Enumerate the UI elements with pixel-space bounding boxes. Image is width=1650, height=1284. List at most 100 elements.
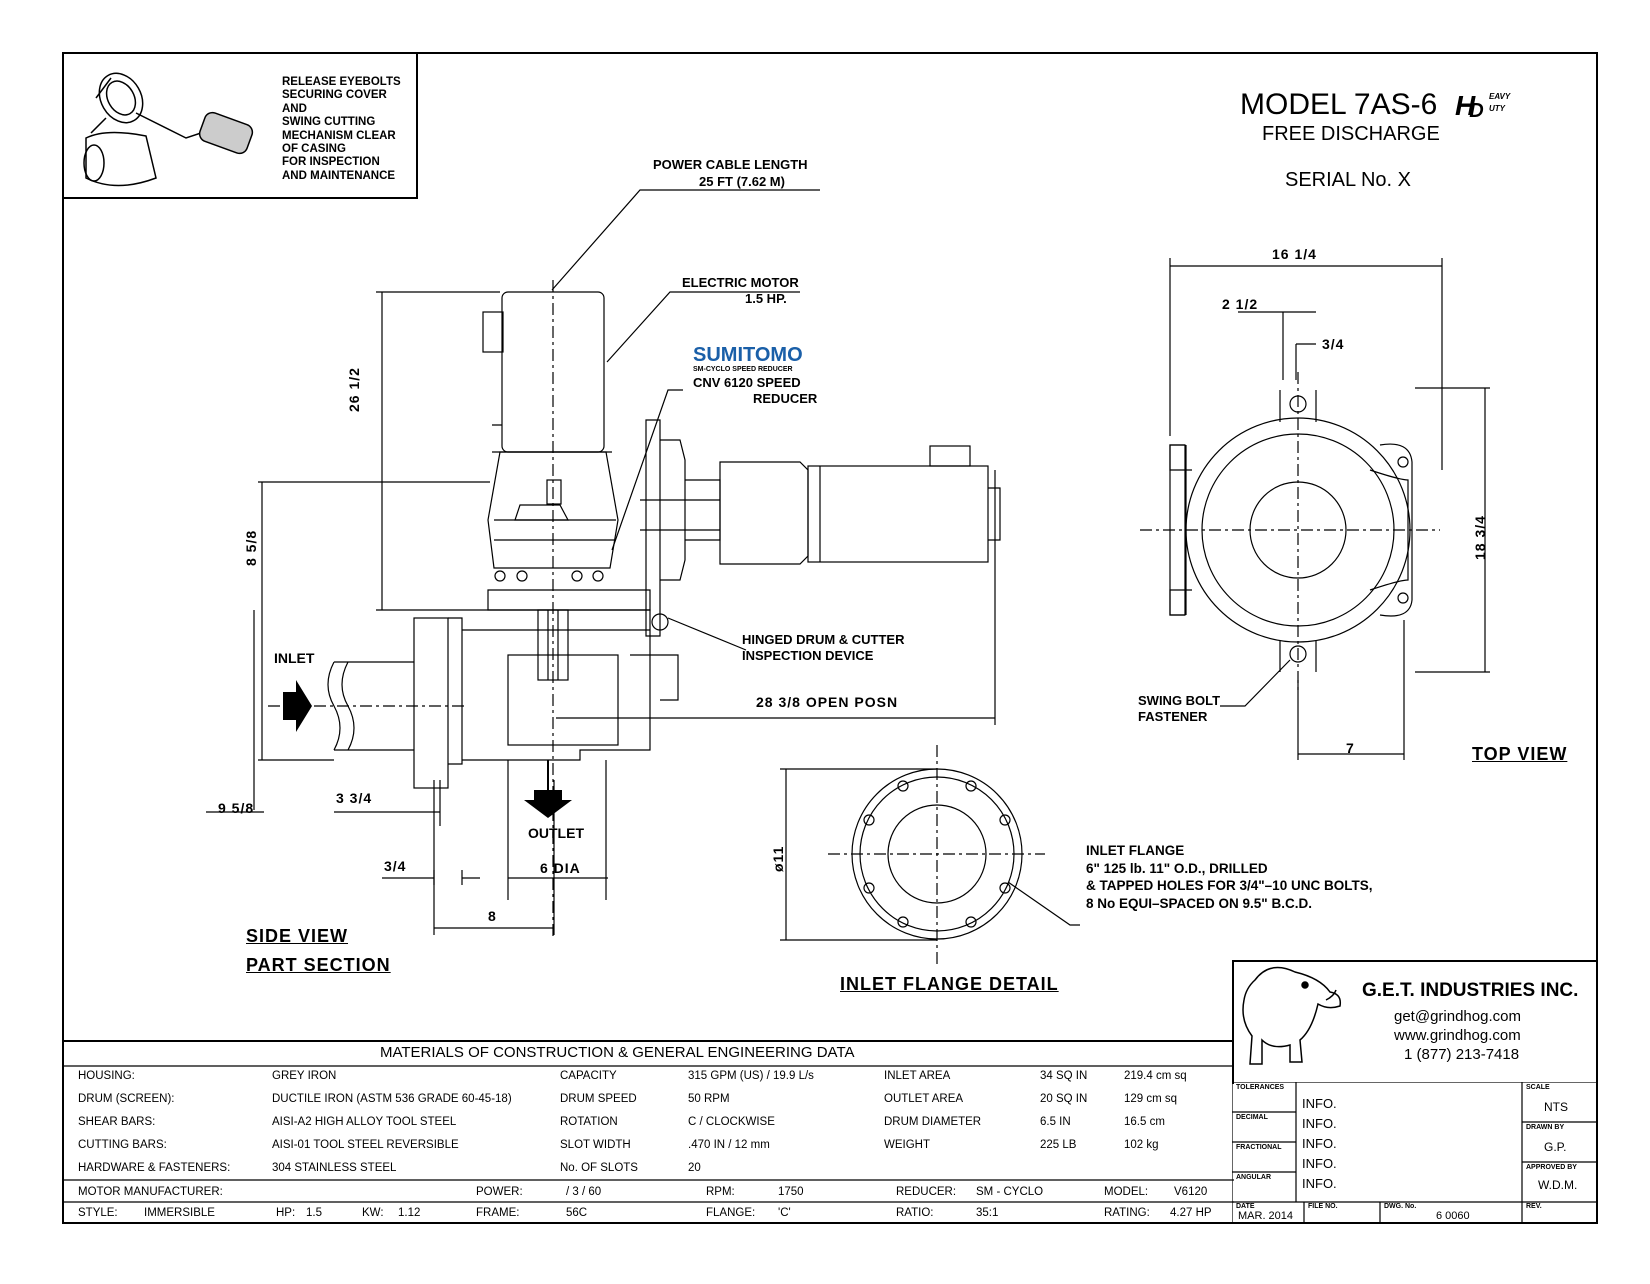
inset-note: RELEASE EYEBOLTS SECURING COVER AND SWIN… bbox=[282, 76, 401, 182]
company-phone: 1 (877) 213-7418 bbox=[1404, 1046, 1520, 1063]
dim-18-3-4: 18 3/4 bbox=[1472, 515, 1488, 560]
materials-cell: INLET AREA bbox=[884, 1070, 951, 1082]
tb-file-label: FILE NO. bbox=[1308, 1203, 1338, 1210]
tb-label-angular: ANGULAR bbox=[1236, 1174, 1271, 1181]
tb-rev-label: REV. bbox=[1526, 1203, 1542, 1210]
dim-3-3-4: 3 3/4 bbox=[336, 790, 373, 806]
materials-cell: 102 kg bbox=[1124, 1139, 1159, 1151]
motor-row-cell: / 3 / 60 bbox=[566, 1186, 602, 1198]
inset-box bbox=[62, 52, 418, 199]
materials-cell: 219.4 cm sq bbox=[1124, 1070, 1187, 1082]
materials-cell: DRUM DIAMETER bbox=[884, 1116, 982, 1128]
motor-row-cell: REDUCER: bbox=[896, 1186, 957, 1198]
model-title: MODEL 7AS-6 bbox=[1240, 88, 1438, 121]
motor-label-1: ELECTRIC MOTOR bbox=[682, 275, 799, 290]
tb-dwg: 6 0060 bbox=[1436, 1210, 1470, 1222]
style-row-cell: 'C' bbox=[778, 1207, 791, 1219]
side-view-caption: SIDE VIEW bbox=[246, 926, 349, 946]
style-row-cell: 1.5 bbox=[306, 1207, 322, 1219]
hinged-label-1: HINGED DRUM & CUTTER bbox=[742, 632, 905, 647]
badge-d: D bbox=[1469, 100, 1484, 122]
tb-scale: NTS bbox=[1544, 1100, 1568, 1114]
style-row-cell: 35:1 bbox=[976, 1207, 999, 1219]
part-section-caption: PART SECTION bbox=[246, 955, 391, 975]
materials-cell: DRUM (SCREEN): bbox=[78, 1093, 175, 1105]
materials-table bbox=[62, 1040, 1234, 1224]
materials-cell: 50 RPM bbox=[688, 1093, 730, 1105]
free-discharge: FREE DISCHARGE bbox=[1262, 123, 1440, 145]
drawing-frame bbox=[62, 52, 1598, 1224]
badge-uty: UTY bbox=[1489, 104, 1505, 113]
company-name: G.E.T. INDUSTRIES INC. bbox=[1362, 980, 1579, 1001]
sumitomo-subtitle: SM-CYCLO SPEED REDUCER bbox=[693, 366, 793, 373]
dim-11-dia: ø11 bbox=[770, 845, 786, 872]
materials-cell: DRUM SPEED bbox=[560, 1093, 637, 1105]
tb-date-label: DATE bbox=[1236, 1203, 1255, 1210]
tb-label-tolerances: TOLERANCES bbox=[1236, 1084, 1285, 1091]
outlet-label: OUTLET bbox=[528, 825, 584, 841]
style-row-cell: 4.27 HP bbox=[1170, 1207, 1212, 1219]
dim-8-5-8: 8 5/8 bbox=[243, 529, 259, 566]
materials-cell: C / CLOCKWISE bbox=[688, 1116, 775, 1128]
tb-approved: W.D.M. bbox=[1538, 1178, 1578, 1192]
dim-16-1-4: 16 1/4 bbox=[1272, 246, 1317, 262]
materials-cell: HOUSING: bbox=[78, 1070, 135, 1082]
materials-cell: SHEAR BARS: bbox=[78, 1116, 156, 1128]
materials-cell: No. OF SLOTS bbox=[560, 1162, 638, 1174]
top-view-caption: TOP VIEW bbox=[1472, 744, 1568, 764]
materials-cell: GREY IRON bbox=[272, 1070, 337, 1082]
materials-cell: 20 SQ IN bbox=[1040, 1093, 1088, 1105]
tb-scale-label: SCALE bbox=[1526, 1084, 1550, 1091]
dim-3-4-side: 3/4 bbox=[384, 858, 407, 874]
swing-bolt-label-2: FASTENER bbox=[1138, 709, 1208, 724]
style-row-cell: HP: bbox=[276, 1207, 296, 1219]
dim-9-5-8: 9 5/8 bbox=[218, 800, 255, 816]
tb-approved-label: APPROVED BY bbox=[1526, 1164, 1577, 1171]
motor-label-2: 1.5 HP. bbox=[745, 291, 787, 306]
dim-2-1-2: 2 1/2 bbox=[1222, 296, 1259, 312]
materials-cell: AISI-01 TOOL STEEL REVERSIBLE bbox=[272, 1139, 459, 1151]
motor-row-cell: V6120 bbox=[1174, 1186, 1208, 1198]
reducer-label-1: CNV 6120 SPEED bbox=[693, 375, 801, 390]
style-row-cell: RATIO: bbox=[896, 1207, 934, 1219]
dim-3-4-top: 3/4 bbox=[1322, 336, 1345, 352]
motor-row-cell: RPM: bbox=[706, 1186, 735, 1198]
materials-cell: 20 bbox=[688, 1162, 701, 1174]
motor-row-cell: POWER: bbox=[476, 1186, 523, 1198]
materials-cell: 304 STAINLESS STEEL bbox=[272, 1162, 397, 1174]
dim-26-1-2: 26 1/2 bbox=[346, 367, 362, 412]
tb-info-2: INFO. bbox=[1302, 1116, 1337, 1131]
title-block-grid bbox=[1232, 1082, 1598, 1224]
style-row-cell: FLANGE: bbox=[706, 1207, 756, 1219]
tb-dwg-label: DWG. No. bbox=[1384, 1203, 1417, 1210]
style-row-cell: 56C bbox=[566, 1207, 588, 1219]
inlet-flange-note: INLET FLANGE 6" 125 lb. 11" O.D., DRILLE… bbox=[1086, 843, 1373, 911]
materials-cell: .470 IN / 12 mm bbox=[688, 1139, 770, 1151]
materials-heading: MATERIALS OF CONSTRUCTION & GENERAL ENGI… bbox=[380, 1044, 855, 1061]
sumitomo-logo: SUMITOMO bbox=[693, 344, 803, 366]
motor-row-cell: MOTOR MANUFACTURER: bbox=[78, 1186, 223, 1198]
serial-number: SERIAL No. X bbox=[1285, 169, 1411, 191]
tb-label-fractional: FRACTIONAL bbox=[1236, 1144, 1282, 1151]
style-row-cell: IMMERSIBLE bbox=[144, 1207, 215, 1219]
badge-eavy: EAVY bbox=[1489, 92, 1511, 101]
tb-info-4: INFO. bbox=[1302, 1156, 1337, 1171]
tb-drawn: G.P. bbox=[1544, 1140, 1567, 1154]
reducer-label-2: REDUCER bbox=[753, 391, 818, 406]
tb-info-1: INFO. bbox=[1302, 1096, 1337, 1111]
badge-h: H bbox=[1455, 90, 1476, 121]
dim-6-dia: 6 DIA bbox=[540, 860, 581, 876]
materials-cell: AISI-A2 HIGH ALLOY TOOL STEEL bbox=[272, 1116, 457, 1128]
motor-row-cell: SM - CYCLO bbox=[976, 1186, 1044, 1198]
tb-info-5: INFO. bbox=[1302, 1176, 1337, 1191]
dim-open-posn: 28 3/8 OPEN POSN bbox=[756, 694, 899, 710]
materials-cell: SLOT WIDTH bbox=[560, 1139, 631, 1151]
flange-detail-caption: INLET FLANGE DETAIL bbox=[840, 974, 1059, 994]
company-box bbox=[1232, 960, 1598, 1084]
tb-info-3: INFO. bbox=[1302, 1136, 1337, 1151]
style-row-cell: KW: bbox=[362, 1207, 384, 1219]
company-email: get@grindhog.com bbox=[1394, 1008, 1521, 1025]
cable-label-1: POWER CABLE LENGTH bbox=[653, 157, 808, 172]
materials-cell: ROTATION bbox=[560, 1116, 618, 1128]
materials-cell: CAPACITY bbox=[560, 1070, 617, 1082]
